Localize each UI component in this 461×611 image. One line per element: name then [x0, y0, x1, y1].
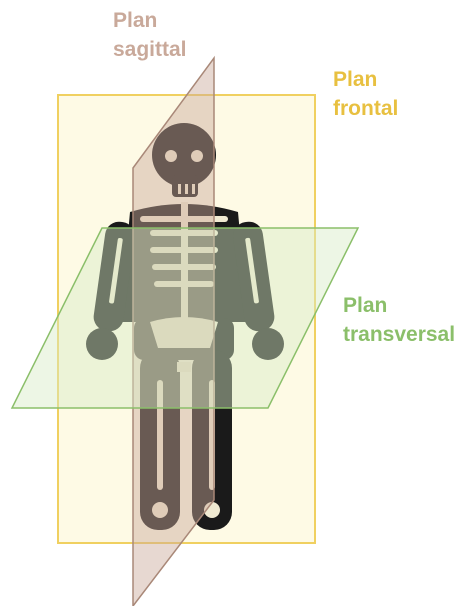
sagittal-label: Plan sagittal	[113, 6, 187, 64]
transversal-label-line1: Plan	[343, 291, 455, 320]
transversal-label: Plan transversal	[343, 291, 455, 349]
frontal-label: Plan frontal	[333, 65, 398, 123]
frontal-label-line1: Plan	[333, 65, 398, 94]
sagittal-label-line2: sagittal	[113, 35, 187, 64]
sagittal-label-line1: Plan	[113, 6, 187, 35]
transversal-label-line2: transversal	[343, 320, 455, 349]
frontal-label-line2: frontal	[333, 94, 398, 123]
